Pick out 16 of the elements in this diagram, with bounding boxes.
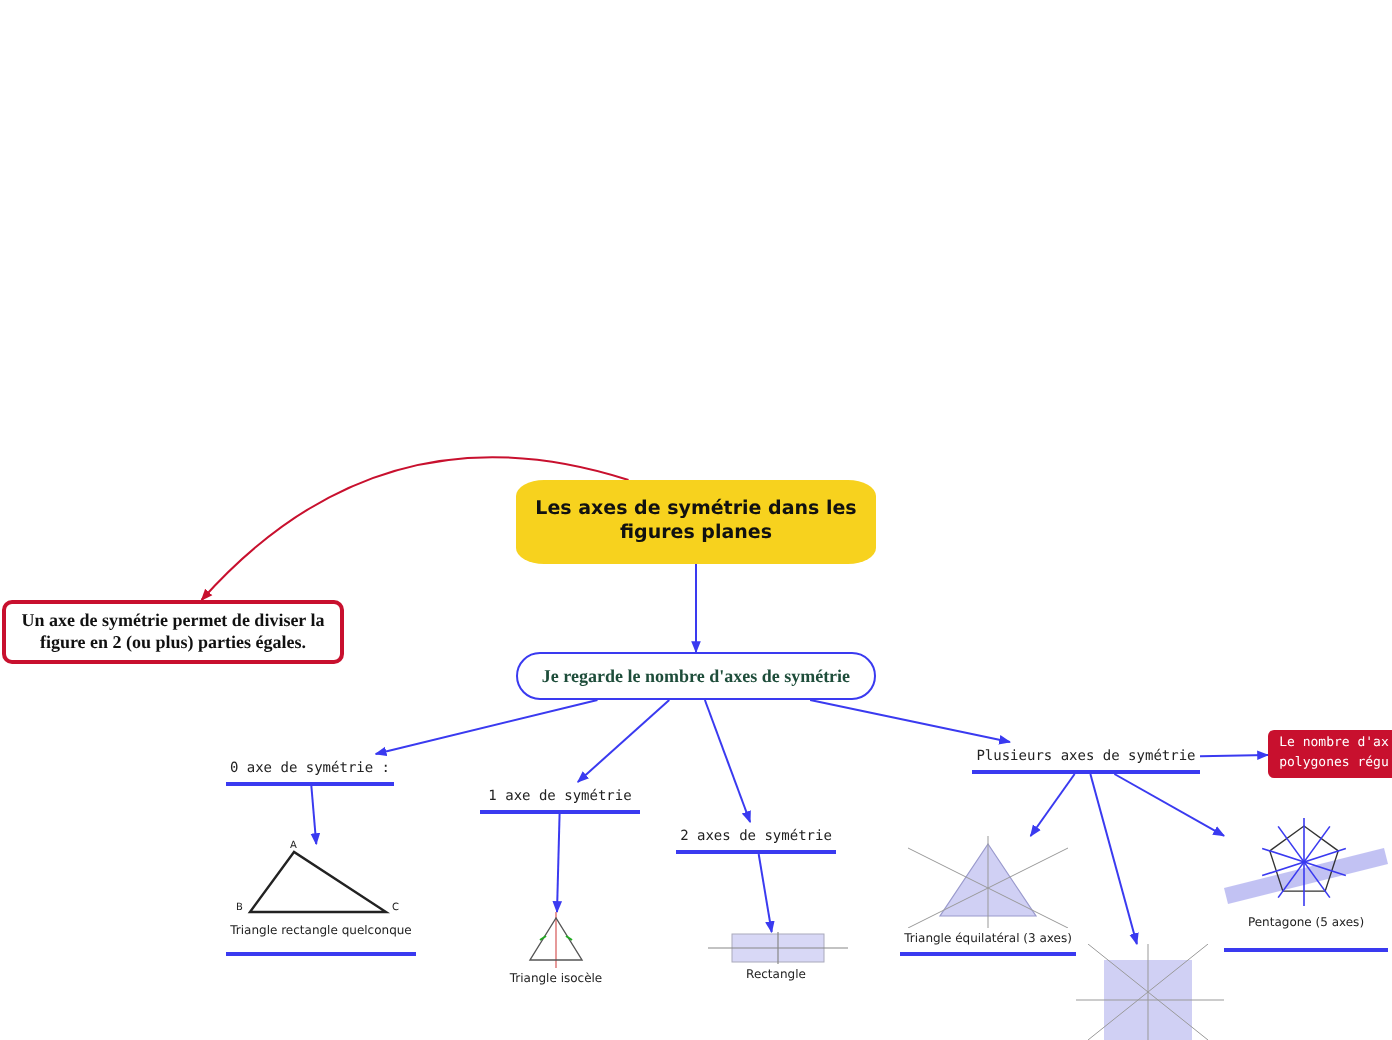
arrow xyxy=(1113,773,1226,837)
question-box: Je regarde le nombre d'axes de symétrie xyxy=(516,652,876,700)
arrow xyxy=(200,456,630,601)
arrow xyxy=(1199,750,1270,760)
arrow xyxy=(310,785,321,846)
arrow xyxy=(552,813,563,914)
arrow xyxy=(374,699,599,757)
title-banner: Les axes de symétrie dans les figures planes xyxy=(516,480,876,564)
arrow xyxy=(1029,773,1076,837)
arrow xyxy=(576,699,671,783)
arrow xyxy=(809,699,1012,745)
arrow xyxy=(757,853,775,934)
note-box: Un axe de symétrie permet de diviser la figure en 2 (ou plus) parties égales. xyxy=(2,600,344,664)
arrow xyxy=(703,699,752,824)
arrow xyxy=(1089,773,1139,946)
arrow xyxy=(691,563,701,654)
